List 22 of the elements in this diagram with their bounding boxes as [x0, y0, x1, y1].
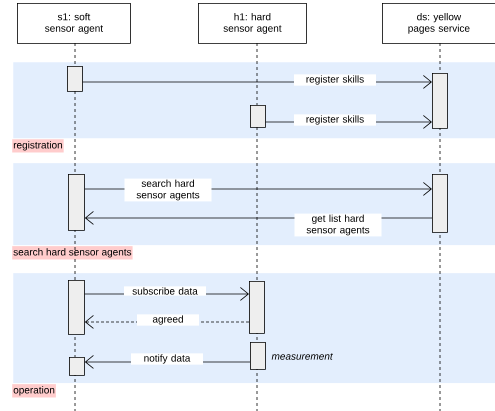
edge-label: register skills [294, 74, 376, 86]
section-label: operation [12, 384, 56, 398]
activation-bar [68, 174, 85, 231]
lifeline-header: h1: hard sensor agent [198, 3, 307, 44]
section-label: search hard sensor agents [12, 246, 133, 260]
activation-bar [250, 104, 266, 128]
activation-bar [249, 280, 265, 334]
activation-bar [432, 174, 448, 233]
lifeline-header: s1: soft sensor agent [17, 3, 131, 44]
section-label: registration [12, 139, 64, 152]
activation-bar [68, 280, 85, 335]
activation-bar [250, 342, 266, 370]
activation-bar [69, 356, 85, 376]
edge-label: agreed [137, 314, 199, 326]
note: measurement [272, 353, 333, 360]
edge-label: search hard sensor agents [124, 178, 212, 202]
activation-bar [67, 66, 83, 92]
edge-label: notify data [131, 353, 203, 365]
activation-bar [432, 73, 448, 129]
edge-label: register skills [294, 114, 376, 126]
lifeline-header: ds: yellow pages service [382, 3, 495, 44]
edge-label: get list hard sensor agents [294, 214, 382, 236]
